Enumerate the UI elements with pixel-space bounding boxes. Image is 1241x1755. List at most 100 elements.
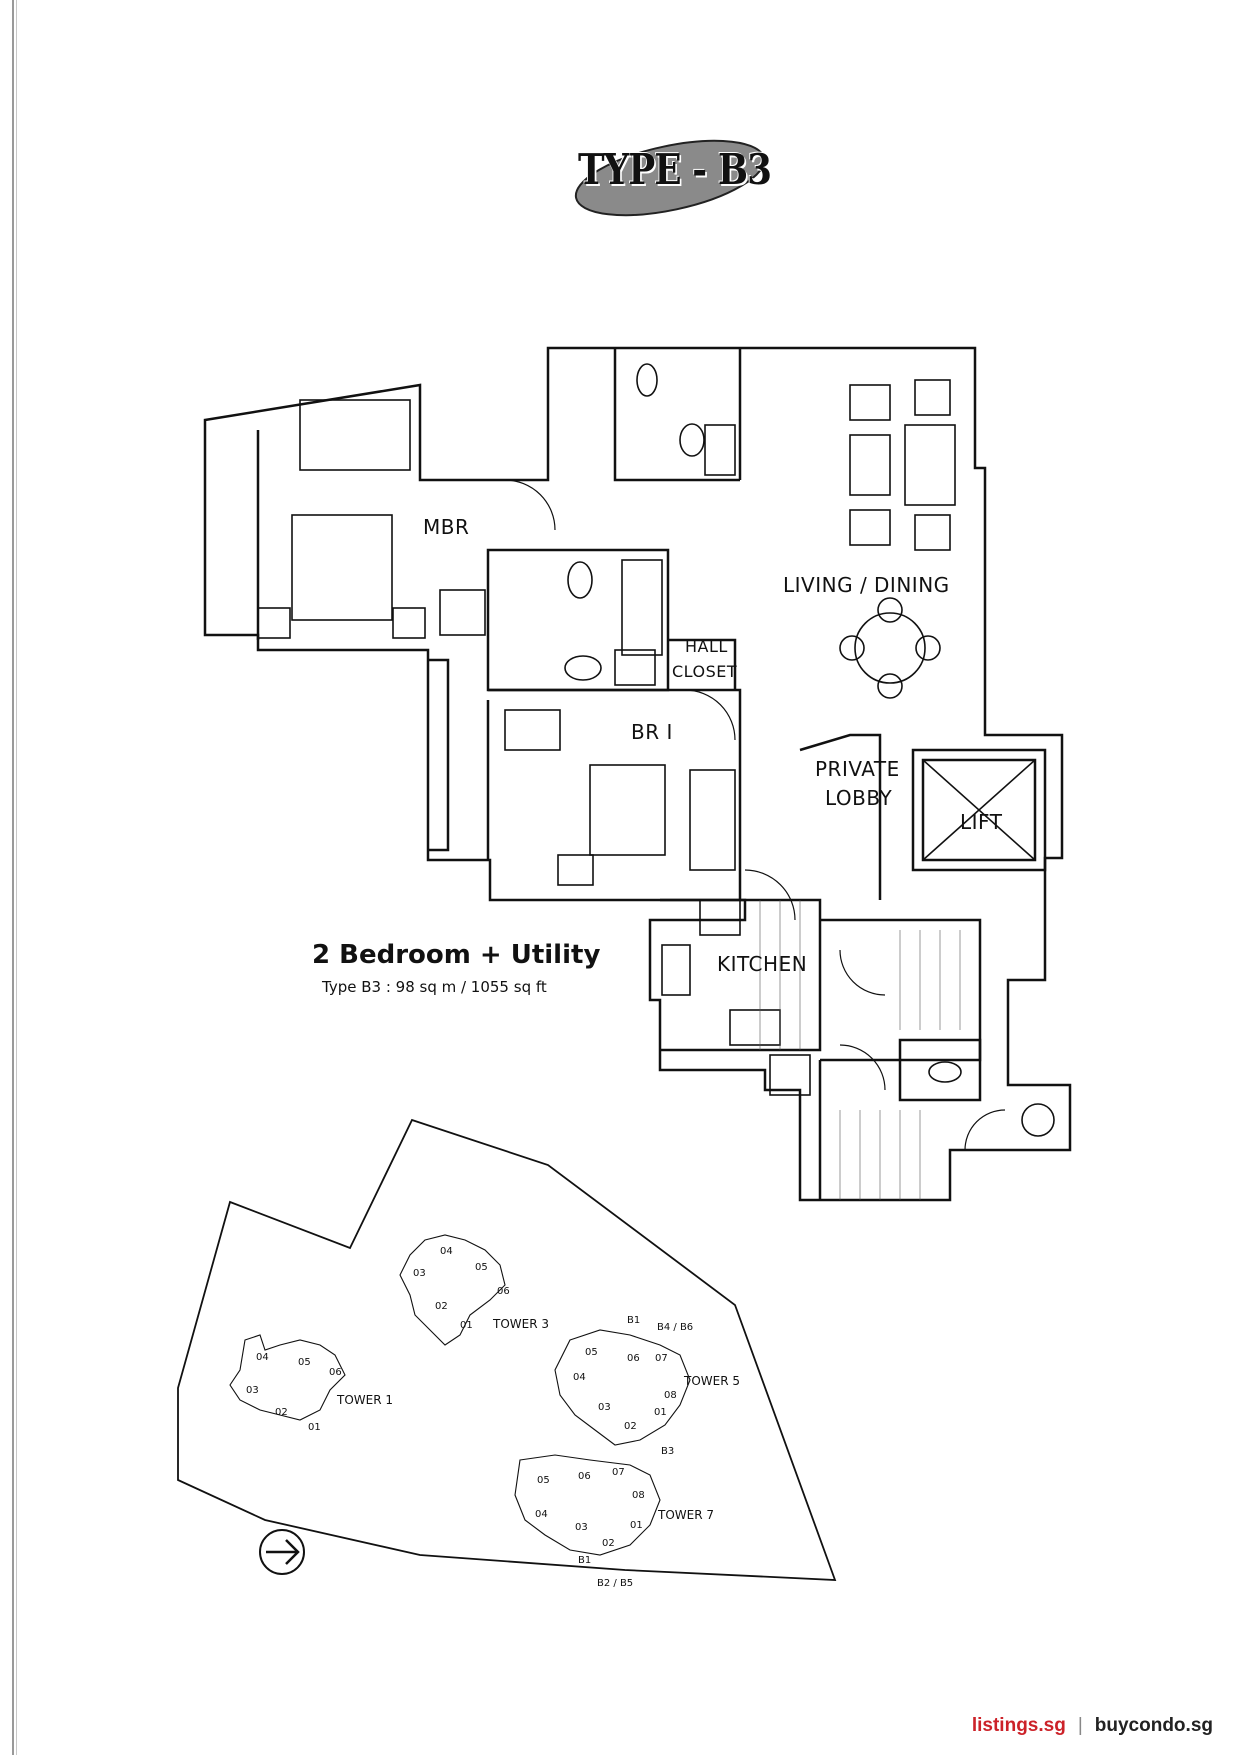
armchair-1 xyxy=(849,384,891,421)
north-arrow xyxy=(266,1539,300,1565)
kitchen-fridge xyxy=(699,899,741,936)
br1-wardrobe xyxy=(689,769,736,871)
watermark-buycondo-sg[interactable]: buycondo.sg xyxy=(1094,1715,1213,1736)
wall-bath-top xyxy=(613,348,740,482)
t5-unit: B1 xyxy=(627,1315,641,1326)
dining-chair-4 xyxy=(915,635,941,661)
tower-label-5: TOWER 5 xyxy=(684,1374,741,1388)
wall-lift xyxy=(911,748,1047,872)
bath-tub xyxy=(621,559,663,656)
room-label-br1: BR I xyxy=(631,720,673,744)
t3-unit: 01 xyxy=(460,1320,473,1331)
bath2-basin xyxy=(679,423,705,457)
tower-label-3: TOWER 3 xyxy=(493,1317,550,1331)
bath-basin xyxy=(564,655,602,681)
t1-unit: 05 xyxy=(298,1357,311,1368)
wall-wc xyxy=(898,1038,982,1102)
room-label-mbr: MBR xyxy=(423,515,470,539)
t5-unit: 05 xyxy=(585,1347,598,1358)
t5-unit: 07 xyxy=(655,1353,668,1364)
lift-x-2 xyxy=(922,759,1036,861)
mbr-desk xyxy=(439,589,486,636)
scan-edge-left xyxy=(12,0,14,1755)
sofa xyxy=(904,424,956,506)
t3-unit: 06 xyxy=(497,1286,510,1297)
plan-title: TYPE - B3 xyxy=(578,145,772,194)
mbr-nightstand-right xyxy=(392,607,426,639)
watermark-listings-sg[interactable]: listings.sg xyxy=(971,1715,1066,1736)
unit-summary-detail: Type B3 : 98 sq m / 1055 sq ft xyxy=(322,978,547,996)
room-label-kitchen: KITCHEN xyxy=(717,952,808,976)
bath-toilet xyxy=(567,561,593,599)
t3-unit: 02 xyxy=(435,1301,448,1312)
tower3-shape xyxy=(399,1234,506,1346)
wall-mbr xyxy=(203,346,1072,1202)
room-label-private-lobby-2: LOBBY xyxy=(825,786,893,810)
site-plan xyxy=(177,1118,837,1581)
t5-unit: 01 xyxy=(654,1407,667,1418)
side-table-1 xyxy=(914,379,951,416)
t7-unit: B2 / B5 xyxy=(597,1578,634,1589)
room-label-private-lobby-1: PRIVATE xyxy=(815,757,900,781)
mbr-nightstand-left xyxy=(257,607,291,639)
tower1-shape xyxy=(229,1334,346,1421)
t3-unit: 03 xyxy=(413,1268,426,1279)
room-label-lift: LIFT xyxy=(960,810,1003,834)
armchair-2 xyxy=(849,509,891,546)
t7-unit: 07 xyxy=(612,1467,625,1478)
t7-unit: 05 xyxy=(537,1475,550,1486)
t1-unit: 01 xyxy=(308,1422,321,1433)
utility-tank xyxy=(1021,1103,1055,1137)
bath2-toilet xyxy=(636,363,658,397)
utility-washer xyxy=(769,1054,811,1096)
t7-unit: B1 xyxy=(578,1555,592,1566)
t5-unit: 03 xyxy=(598,1402,611,1413)
tower5-shape xyxy=(554,1329,691,1446)
north-arrow-circle xyxy=(259,1529,305,1575)
title-badge-ellipse xyxy=(574,139,766,217)
t1-unit: 02 xyxy=(275,1407,288,1418)
t5-unit: B3 xyxy=(661,1446,675,1457)
br1-desk xyxy=(504,709,561,751)
t5-unit: B4 / B6 xyxy=(657,1322,694,1333)
site-boundary xyxy=(177,1118,837,1581)
scan-edge-left-inner xyxy=(16,0,17,1755)
door-service xyxy=(964,1109,1006,1151)
t5-unit: 02 xyxy=(624,1421,637,1432)
t5-unit: 08 xyxy=(664,1390,677,1401)
wall-lobby xyxy=(799,733,882,900)
t5-unit: 06 xyxy=(627,1353,640,1364)
kitchen-hob xyxy=(729,1009,781,1046)
dining-chair-3 xyxy=(839,635,865,661)
mbr-wardrobe xyxy=(299,399,411,471)
door-utility xyxy=(839,949,886,996)
br1-bed xyxy=(589,764,666,856)
t7-unit: 06 xyxy=(578,1471,591,1482)
t5-unit: 04 xyxy=(573,1372,586,1383)
watermark: listings.sg | buycondo.sg xyxy=(972,1715,1213,1737)
t3-unit: 05 xyxy=(475,1262,488,1273)
tower7-shape xyxy=(514,1454,661,1556)
t7-unit: 04 xyxy=(535,1509,548,1520)
bath2-shower xyxy=(704,424,736,476)
door-br1 xyxy=(684,689,736,741)
t7-unit: 08 xyxy=(632,1490,645,1501)
door-kitchen xyxy=(744,869,796,921)
room-label-hall-closet-1: HALL xyxy=(685,637,728,656)
dining-table xyxy=(854,612,926,684)
t7-unit: 01 xyxy=(630,1520,643,1531)
door-wc xyxy=(839,1044,886,1091)
wall-br1 xyxy=(488,688,742,900)
coffee-table xyxy=(849,434,891,496)
t1-unit: 03 xyxy=(246,1385,259,1396)
wc-toilet xyxy=(928,1061,962,1083)
t3-unit: 04 xyxy=(440,1246,453,1257)
br1-nightstand xyxy=(557,854,594,886)
tower-label-1: TOWER 1 xyxy=(337,1393,394,1407)
t7-unit: 03 xyxy=(575,1522,588,1533)
site-towers xyxy=(229,1234,691,1556)
dining-chair-1 xyxy=(877,597,903,623)
wall-hall-closet xyxy=(668,638,737,690)
door-mbr xyxy=(504,479,556,531)
